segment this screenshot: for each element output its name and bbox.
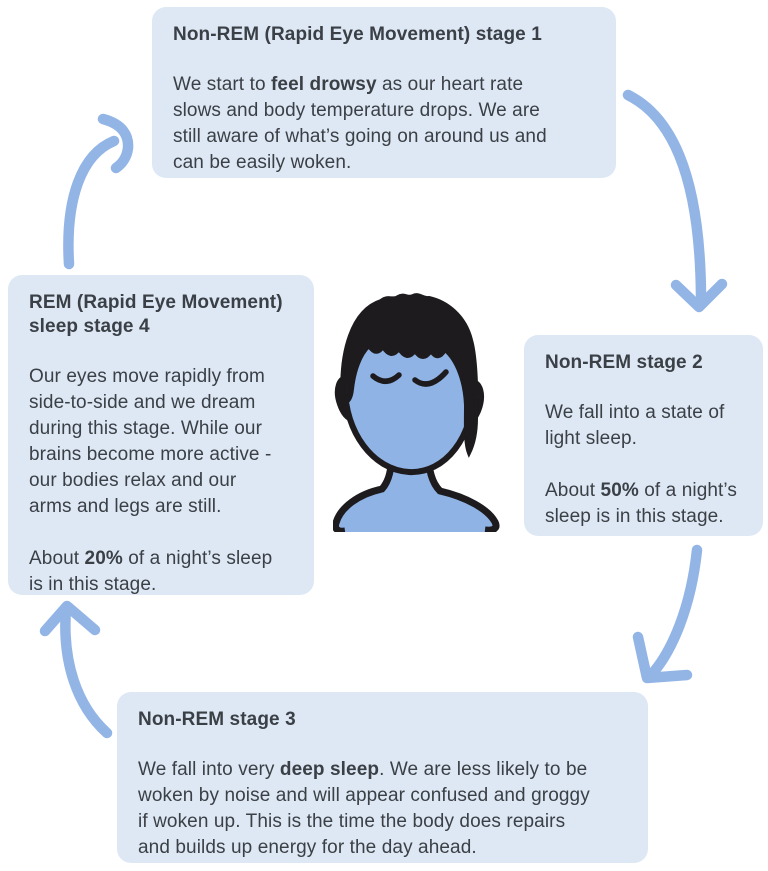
stage-paragraph: Our eyes move rapidly from side-to-side … bbox=[29, 366, 272, 517]
closed-eye-right bbox=[412, 369, 449, 387]
stage-paragraph: We fall into very deep sleep. We are les… bbox=[138, 759, 590, 858]
stage-card-rem-4: REM (Rapid Eye Movement) sleep stage 4 O… bbox=[8, 275, 314, 595]
stage-paragraph: We start to feel drowsy as our heart rat… bbox=[173, 74, 547, 173]
closed-eye-left bbox=[370, 372, 402, 384]
stage-heading: Non-REM stage 2 bbox=[545, 352, 703, 373]
arrow-stage4-to-stage1-icon bbox=[63, 113, 134, 270]
stage-paragraph: About 50% of a night’s sleep is in this … bbox=[545, 480, 737, 527]
hair bbox=[340, 293, 479, 458]
stage-card-nonrem-3: Non-REM stage 3 We fall into very deep s… bbox=[117, 692, 648, 863]
right-ear bbox=[463, 378, 484, 428]
arrow-stage2-to-stage3-icon bbox=[632, 544, 703, 684]
shoulders bbox=[335, 456, 497, 532]
stage-paragraph: We fall into a state of light sleep. bbox=[545, 402, 725, 449]
stage-heading: Non-REM (Rapid Eye Movement) stage 1 bbox=[173, 24, 542, 45]
arrow-stage3-to-stage4-icon bbox=[39, 600, 113, 739]
stage-heading: Non-REM stage 3 bbox=[138, 709, 296, 730]
stage-heading: REM (Rapid Eye Movement) sleep stage 4 bbox=[29, 292, 283, 337]
head bbox=[341, 298, 478, 476]
arrow-stage1-to-stage2-icon bbox=[622, 89, 728, 313]
sleeping-person-icon bbox=[333, 293, 500, 532]
left-ear bbox=[334, 374, 354, 422]
stage-card-nonrem-1: Non-REM (Rapid Eye Movement) stage 1 We … bbox=[152, 7, 616, 178]
stage-card-nonrem-2: Non-REM stage 2 We fall into a state of … bbox=[524, 335, 763, 536]
stage-paragraph: About 20% of a night’s sleep is in this … bbox=[29, 548, 273, 595]
